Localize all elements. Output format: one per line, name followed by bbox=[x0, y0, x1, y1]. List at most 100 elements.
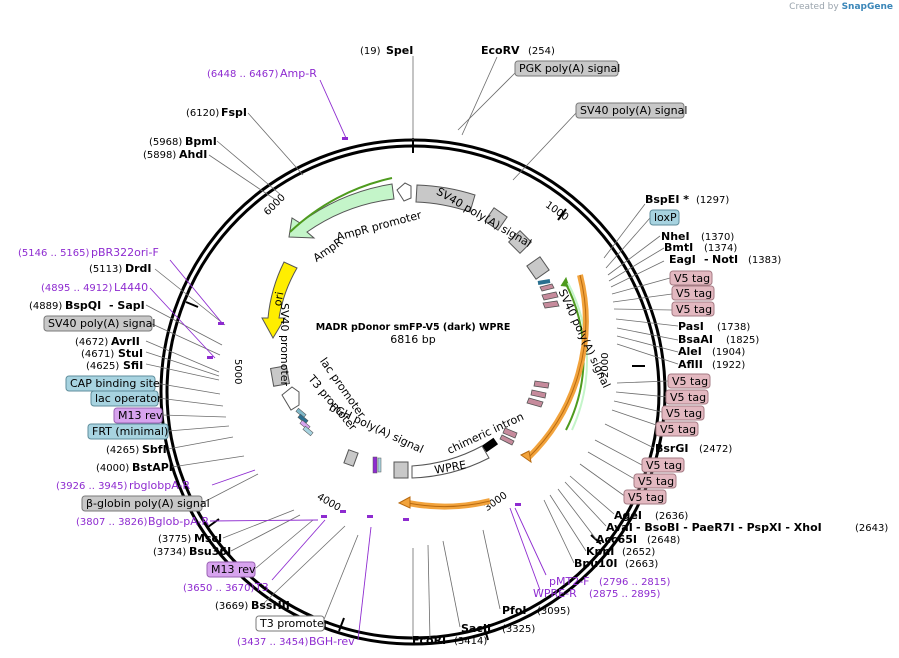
site-bpu10i[interactable]: Bpu10I bbox=[574, 557, 618, 570]
primer-ampr[interactable]: Amp-R bbox=[280, 67, 317, 80]
primer-pos-bglobpa: (3807 .. 3826) bbox=[76, 517, 148, 528]
box-v5-7[interactable] bbox=[655, 421, 699, 437]
box-sv40-polya-left[interactable] bbox=[43, 315, 153, 332]
chimeric-intron-block bbox=[481, 437, 499, 453]
site-sapi[interactable]: - SapI bbox=[109, 299, 145, 312]
site-bspei[interactable]: BspEI * bbox=[645, 193, 689, 206]
box-v5-2[interactable] bbox=[671, 285, 715, 301]
box-m13-rev-1[interactable] bbox=[113, 407, 163, 424]
box-v5-3[interactable] bbox=[671, 301, 715, 317]
site-sbfi[interactable]: SbfI bbox=[142, 443, 167, 456]
pos-drdi: (5113) bbox=[89, 264, 122, 275]
pos-bstapi: (4000) bbox=[96, 463, 129, 474]
site-drdi[interactable]: DrdI bbox=[125, 262, 152, 275]
site-bpmi[interactable]: BpmI bbox=[185, 135, 217, 148]
feature-block-5 bbox=[343, 449, 359, 467]
site-avai[interactable]: AvaI bbox=[606, 521, 633, 534]
primer-bglobpa[interactable]: Bglob-pA-R bbox=[148, 515, 210, 528]
pos-nhei: (1370) bbox=[701, 232, 734, 243]
wpre-orange-head bbox=[397, 496, 411, 509]
site-kpni[interactable]: KpnI bbox=[586, 545, 614, 558]
pos-bsu36i: (3734) bbox=[153, 547, 186, 558]
primer-l4440[interactable]: L4440 bbox=[114, 281, 148, 294]
primer-bghrev[interactable]: BGH-rev bbox=[309, 635, 355, 648]
site-bsaai[interactable]: BsaAI bbox=[678, 333, 713, 346]
site-avrii[interactable]: AvrII bbox=[111, 335, 140, 348]
box-m13-rev-2[interactable] bbox=[206, 561, 256, 578]
site-alei[interactable]: AleI bbox=[678, 345, 702, 358]
plasmid-name: MADR pDonor smFP-V5 (dark) WPRE bbox=[316, 322, 511, 333]
ampr-orf-line bbox=[289, 177, 393, 233]
box-lac-operator[interactable] bbox=[90, 390, 159, 407]
plasmid-size: 6816 bp bbox=[390, 333, 435, 346]
box-v5-8[interactable] bbox=[641, 457, 685, 473]
site-eagi-dash: - bbox=[704, 253, 709, 266]
box-v5-1[interactable] bbox=[669, 270, 713, 286]
site-ahdi[interactable]: AhdI bbox=[179, 148, 207, 161]
label-lac-operator: lac operator bbox=[95, 392, 162, 405]
site-ecori[interactable]: EcoRI bbox=[412, 634, 446, 647]
primer-pos-pmt2f: (2796 .. 2815) bbox=[599, 577, 671, 588]
site-fspi[interactable]: FspI bbox=[221, 106, 247, 119]
site-sfii[interactable]: SfiI bbox=[123, 359, 143, 372]
pos-kpni: (2652) bbox=[622, 547, 655, 558]
box-loxp[interactable] bbox=[649, 209, 680, 226]
box-v5-4[interactable] bbox=[667, 373, 711, 389]
primer-rbglobpa[interactable]: rbglobpA-R bbox=[129, 479, 190, 492]
site-spei[interactable]: SpeI bbox=[386, 44, 413, 57]
primer-pbr322ori[interactable]: pBR322ori-F bbox=[91, 246, 159, 259]
small-markers bbox=[295, 407, 382, 474]
site-ecorv[interactable]: EcoRV bbox=[481, 44, 520, 57]
box-t3-promoter[interactable] bbox=[255, 615, 325, 632]
pos-alei: (1904) bbox=[712, 347, 745, 358]
site-pfoi[interactable]: PfoI bbox=[502, 604, 527, 617]
box-v5-9[interactable] bbox=[633, 473, 677, 489]
pos-spei: (19) bbox=[360, 46, 381, 57]
feature-block-6 bbox=[269, 365, 291, 387]
pos-agei: (2636) bbox=[655, 511, 688, 522]
box-v5-5[interactable] bbox=[665, 389, 709, 405]
label-v5-2: V5 tag bbox=[676, 287, 712, 300]
site-bstapi[interactable]: BstAPI bbox=[132, 461, 173, 474]
primer-t3[interactable]: T3 bbox=[254, 581, 269, 594]
orf-green-head bbox=[560, 276, 570, 288]
site-sacii[interactable]: SacII bbox=[461, 622, 491, 635]
label-beta-globin-polya: β-globin poly(A) signal bbox=[86, 497, 210, 510]
site-stui[interactable]: StuI bbox=[118, 347, 143, 360]
box-v5-6[interactable] bbox=[661, 405, 705, 421]
site-bsrgi[interactable]: BsrGI bbox=[655, 442, 688, 455]
pos-sbfi: (4265) bbox=[106, 445, 139, 456]
box-v5-10[interactable] bbox=[623, 489, 667, 505]
label-v5-4: V5 tag bbox=[672, 375, 708, 388]
box-sv40-polya-top[interactable] bbox=[575, 102, 685, 119]
site-noti[interactable]: NotI bbox=[712, 253, 738, 266]
site-bsshii[interactable]: BssHII bbox=[251, 599, 290, 612]
site-pasi[interactable]: PasI bbox=[678, 320, 704, 333]
label-wpre: WPRE bbox=[433, 458, 467, 476]
box-pgk-polya[interactable] bbox=[514, 60, 619, 77]
feature-block-1 bbox=[484, 207, 508, 231]
site-eagi[interactable]: EagI bbox=[669, 253, 696, 266]
tick-2000: 2000 bbox=[600, 353, 611, 378]
sv40-polya-box-top bbox=[415, 184, 476, 213]
site-acc65i[interactable]: Acc65I bbox=[596, 533, 637, 546]
pos-ecorv: (254) bbox=[528, 46, 555, 57]
site-msci[interactable]: MscI bbox=[194, 532, 222, 545]
site-bsu36i[interactable]: Bsu36I bbox=[189, 545, 231, 558]
primer-pmt2f[interactable]: pMT2-F bbox=[549, 575, 590, 588]
site-agei[interactable]: AgeI bbox=[614, 509, 642, 522]
site-nhei[interactable]: NheI bbox=[661, 230, 690, 243]
site-avai-isos[interactable]: - BsoBI - PaeR7I - PspXI - XhoI bbox=[636, 521, 822, 534]
label-sv40-polya-top: SV40 poly(A) signal bbox=[580, 104, 687, 117]
box-beta-globin-polya[interactable] bbox=[81, 495, 203, 512]
feature-block-2 bbox=[507, 229, 533, 255]
snapgene-brand: Created by SnapGene bbox=[789, 2, 893, 12]
pos-acc65i: (2648) bbox=[647, 535, 680, 546]
site-bmti[interactable]: BmtI bbox=[664, 241, 693, 254]
loxp-marker bbox=[537, 279, 551, 285]
primer-wprer[interactable]: WPRE-R bbox=[533, 587, 577, 600]
site-aflii[interactable]: AflII bbox=[678, 358, 703, 371]
label-cap-binding-site: CAP binding site bbox=[70, 377, 160, 390]
box-frt-minimal[interactable] bbox=[87, 423, 169, 440]
site-bspqi[interactable]: BspQI bbox=[65, 299, 101, 312]
